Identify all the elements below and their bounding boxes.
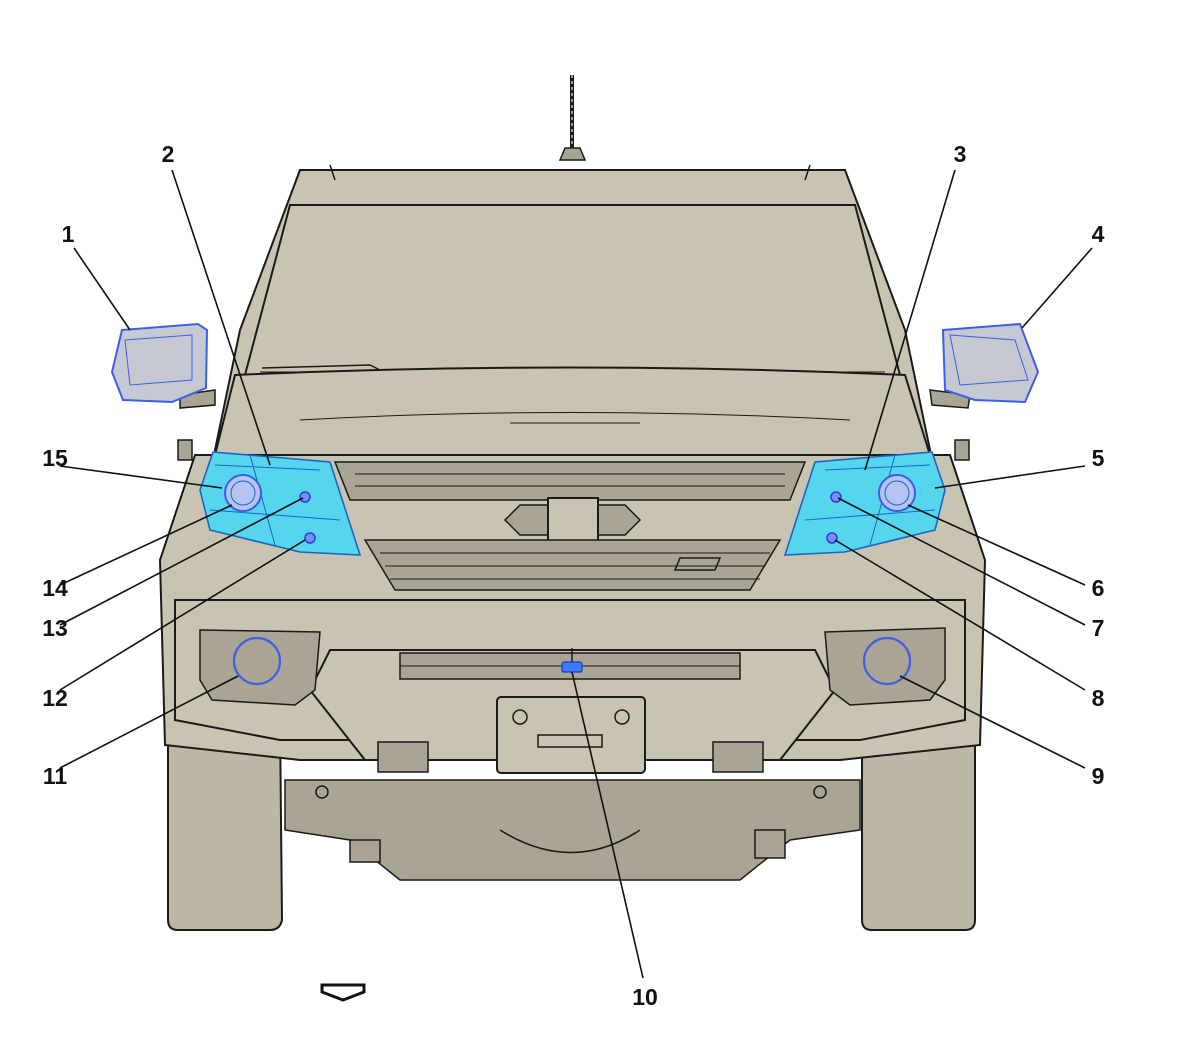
left-mirror	[110, 322, 209, 404]
underbody	[284, 779, 861, 881]
callout-11: 11	[43, 763, 68, 789]
callout-1: 1	[62, 221, 75, 247]
callout-labels: 1 2 3 4 5 6 7 8 9 10 11 12 13 14 15	[42, 141, 1104, 1010]
callout-10: 10	[632, 984, 658, 1010]
air-intake	[399, 652, 741, 680]
right-fog-lamp	[862, 636, 912, 686]
callout-6: 6	[1092, 575, 1105, 601]
arrow-down-icon	[320, 983, 366, 1002]
license-plate-bracket	[496, 696, 646, 774]
callout-4: 4	[1092, 221, 1105, 247]
fog-lamps	[232, 636, 912, 686]
lower-grille	[363, 539, 782, 591]
callout-5: 5	[1092, 445, 1105, 471]
tires	[167, 719, 976, 931]
right-mirror	[941, 322, 1040, 404]
left-fog-lamp	[232, 636, 282, 686]
callout-3: 3	[954, 141, 967, 167]
upper-grille	[333, 461, 807, 543]
outside-mirrors	[110, 322, 1040, 404]
tow-hooks	[377, 741, 764, 773]
callout-13: 13	[42, 615, 68, 641]
callout-2: 2	[162, 141, 175, 167]
callout-9: 9	[1092, 763, 1105, 789]
callout-15: 15	[42, 445, 68, 471]
callout-14: 14	[42, 575, 68, 601]
callout-7: 7	[1092, 615, 1105, 641]
truck-body	[158, 164, 987, 761]
fog-lamp-housings	[199, 627, 946, 706]
antenna	[558, 75, 587, 161]
headlamp-assemblies	[199, 451, 946, 556]
callout-8: 8	[1092, 685, 1105, 711]
leader-lines	[59, 169, 1093, 979]
callout-12: 12	[42, 685, 68, 711]
